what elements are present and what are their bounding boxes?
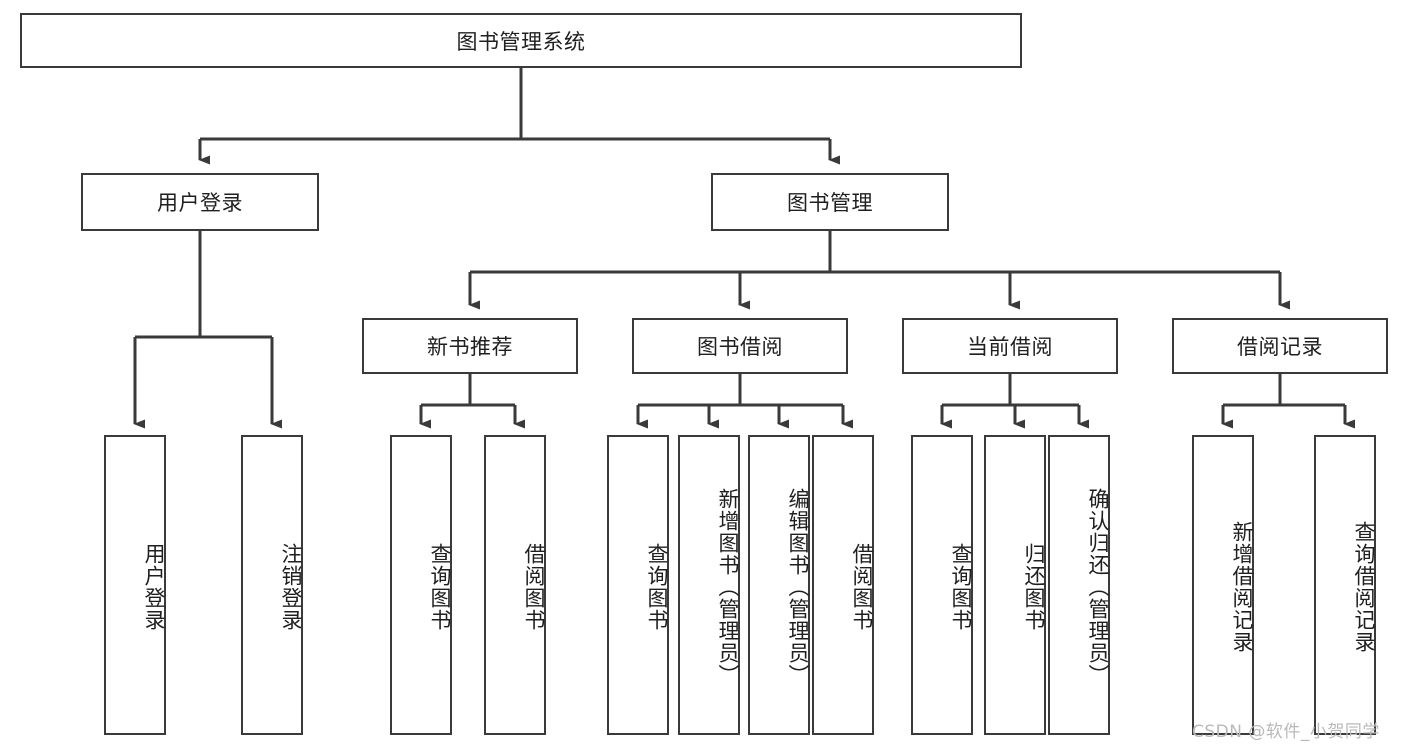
node-book-manage[interactable]: 图书管理 <box>711 173 949 231</box>
node-leaf-query-book-1[interactable]: 查询图书 <box>390 435 452 735</box>
node-leaf-user-login[interactable]: 用户登录 <box>104 435 166 735</box>
csdn-watermark: CSDN @软件_小贺同学 <box>1192 722 1380 742</box>
node-leaf-confirm-return[interactable]: 确认归还（管理员） <box>1048 435 1110 735</box>
node-current-borrow[interactable]: 当前借阅 <box>902 318 1118 374</box>
node-user-login[interactable]: 用户登录 <box>81 173 319 231</box>
node-leaf-borrow-book-1[interactable]: 借阅图书 <box>484 435 546 735</box>
node-leaf-query-book-2[interactable]: 查询图书 <box>607 435 669 735</box>
node-leaf-query-record[interactable]: 查询借阅记录 <box>1314 435 1376 735</box>
node-leaf-edit-book[interactable]: 编辑图书（管理员） <box>748 435 810 735</box>
node-leaf-borrow-book-2[interactable]: 借阅图书 <box>812 435 874 735</box>
node-borrow-record[interactable]: 借阅记录 <box>1172 318 1388 374</box>
node-leaf-add-book[interactable]: 新增图书（管理员） <box>678 435 740 735</box>
node-leaf-return-book[interactable]: 归还图书 <box>984 435 1046 735</box>
node-leaf-user-logout[interactable]: 注销登录 <box>241 435 303 735</box>
node-leaf-query-book-3[interactable]: 查询图书 <box>911 435 973 735</box>
node-leaf-add-record[interactable]: 新增借阅记录 <box>1192 435 1254 735</box>
node-root-system[interactable]: 图书管理系统 <box>20 13 1022 68</box>
node-new-book-recommend[interactable]: 新书推荐 <box>362 318 578 374</box>
node-book-borrow[interactable]: 图书借阅 <box>632 318 848 374</box>
